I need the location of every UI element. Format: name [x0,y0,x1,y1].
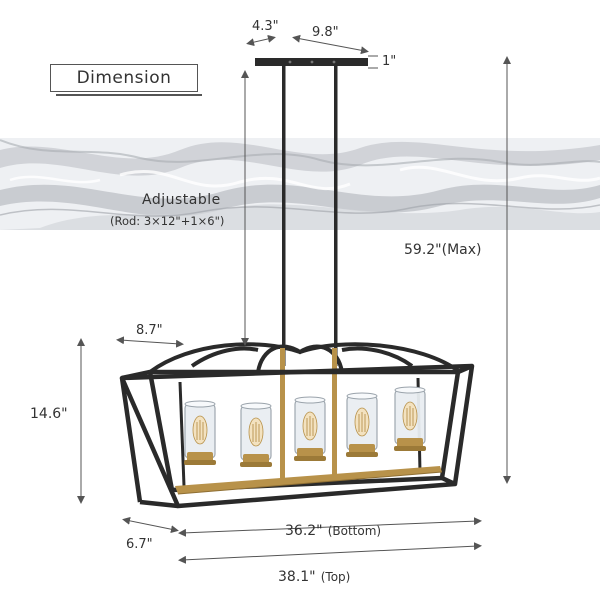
depth-arrow [122,516,179,534]
brass-base-bar [175,466,443,495]
brass-rods [280,348,337,478]
glass-rim [184,400,216,408]
bulb-assembly [346,392,378,457]
glass-rim [394,386,426,394]
dimension-title-box: Dimension [50,64,198,92]
canopy [255,58,368,66]
bulbs-layer [184,386,426,467]
socket-cup [397,438,423,448]
adjustable-title: Adjustable [142,192,221,208]
canopy-height-label: 1" [382,54,397,69]
dimension-title: Dimension [76,68,172,88]
glass-rim [294,396,326,404]
bulb-filament [406,406,414,426]
bulb-filament [196,420,204,440]
depth-label: 6.7" [126,537,153,552]
socket-cup [187,452,213,462]
bulb-assembly [184,400,216,465]
glass-rim [346,392,378,400]
dimension-arrows [77,34,511,564]
top-width-label: 38.1" (Top) [278,568,350,584]
socket-cup [297,448,323,458]
bulb-filament [252,422,260,442]
canopy-depth-arrow [246,34,276,47]
adjustable-detail: (Rod: 3×12"+1×6") [110,214,225,228]
socket-base [294,456,326,461]
max-height-label: 59.2"(Max) [404,242,482,258]
bottom-width-value: 36.2" [285,523,323,539]
socket-base [240,462,272,467]
top-width-note: (Top) [320,570,351,584]
top-width-value: 38.1" [278,569,316,585]
socket-cup [243,454,269,464]
bottom-width-arrow [178,517,482,537]
title-underline [56,94,202,96]
socket-base [394,446,426,451]
bulb-filament [306,416,314,436]
socket-cup [349,444,375,454]
socket-base [184,460,216,465]
canopy-width-label: 9.8" [312,25,339,40]
cage-frame [119,363,475,509]
bottom-width-note: (Bottom) [327,524,382,538]
bulb-assembly [240,402,272,467]
bulb-filament [358,412,366,432]
arch-height-label: 8.7" [136,323,163,338]
glass-rim [240,402,272,410]
marble-background [0,138,600,230]
arch-height-arrow [116,336,184,348]
canopy-width-arrow [292,34,369,55]
suspension-rods [282,66,338,366]
bottom-width-label: 36.2" (Bottom) [285,522,381,538]
body-height-label: 14.6" [30,406,68,422]
canopy-depth-label: 4.3" [252,19,279,34]
socket-base [346,452,378,457]
bulb-assembly [394,386,426,451]
bulb-assembly [294,396,326,461]
top-width-arrow [178,542,482,564]
